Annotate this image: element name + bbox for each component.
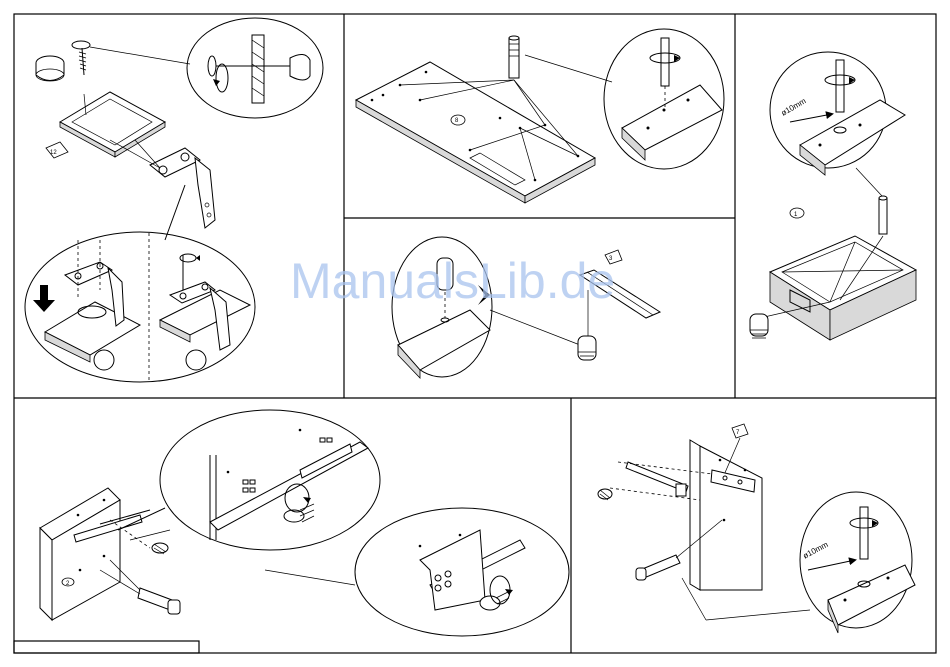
- dowel-icon: [509, 36, 519, 78]
- panel-cabinet: ø10mm 1: [750, 52, 916, 340]
- dowel-icon: [750, 314, 768, 338]
- detail-circle-slide-screw: [355, 508, 569, 636]
- detail-ellipse-hinge-mount: [25, 232, 255, 382]
- watermark: ManualsLib.de: [290, 253, 615, 309]
- cabinet-frame: 1: [770, 208, 916, 340]
- rotate-arrow-icon: [490, 576, 513, 604]
- detail-circle-cam: ø10mm: [800, 492, 915, 633]
- side-panel: 2: [40, 488, 120, 620]
- door-board: [60, 92, 165, 157]
- panel-drawer-slide-left: 2: [40, 410, 569, 636]
- svg-text:ø10mm: ø10mm: [801, 540, 829, 561]
- cam-bolt-icon: [636, 555, 680, 580]
- panel-drawer-slide-right: 7: [598, 424, 915, 633]
- part-tag-8: 8: [451, 115, 465, 125]
- part-tag-12: 12: [46, 142, 68, 158]
- screw-icon: [284, 504, 314, 522]
- cam-bolt-icon: [138, 588, 180, 614]
- screw-icon: [152, 543, 168, 554]
- svg-text:12: 12: [50, 150, 57, 156]
- knob-icon: [36, 56, 64, 81]
- hinge-icon: [150, 148, 215, 228]
- drawer-slide-icon: [626, 462, 688, 496]
- down-arrow-icon: [33, 285, 55, 312]
- side-panel: [690, 440, 762, 590]
- screw-icon: [72, 41, 90, 75]
- detail-circle-cam: ø10mm: [770, 52, 905, 175]
- screw-icon: [598, 489, 612, 500]
- dowel-icon: [578, 336, 596, 360]
- large-board: 8: [356, 62, 595, 203]
- detail-circle-dowel: [604, 29, 724, 169]
- panel-knob-and-hinge: 12: [25, 18, 323, 382]
- panel-board-dowels: 8: [356, 29, 724, 203]
- part-tag-7: 7: [732, 424, 748, 438]
- rotate-arrow-icon: [285, 484, 311, 512]
- svg-text:ø10mm: ø10mm: [780, 96, 808, 118]
- part-tag-1: 1: [790, 208, 804, 218]
- detail-ellipse-slide: [160, 410, 380, 550]
- cam-bolt-icon: [879, 196, 887, 234]
- detail-circle-knob: [187, 18, 323, 118]
